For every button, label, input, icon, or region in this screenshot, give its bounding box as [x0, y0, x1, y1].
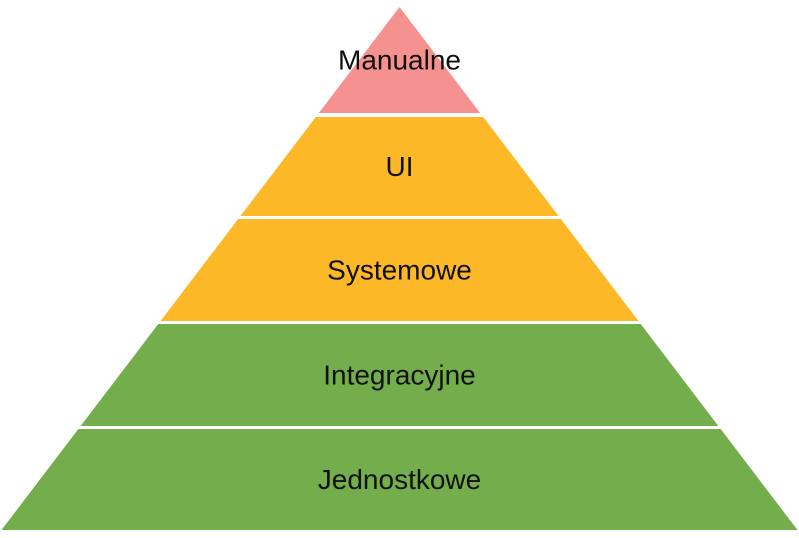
pyramid-level-jednostkowe: Jednostkowe: [1, 429, 798, 530]
pyramid-level-shape-ui: [240, 117, 559, 216]
pyramid-level-shape-integracyjne: [80, 324, 719, 426]
pyramid-level-label-manualne: Manualne: [338, 45, 461, 76]
pyramid-level-ui: UI: [240, 117, 559, 216]
pyramid-level-label-ui: UI: [386, 151, 414, 182]
pyramid-level-shape-manualne: [318, 7, 481, 113]
pyramid-level-label-systemowe: Systemowe: [327, 255, 472, 286]
pyramid-level-label-jednostkowe: Jednostkowe: [318, 464, 481, 495]
pyramid-level-shape-systemowe: [160, 219, 639, 321]
pyramid-level-shape-jednostkowe: [1, 429, 798, 530]
pyramid-level-label-integracyjne: Integracyjne: [323, 360, 476, 391]
pyramid-level-systemowe: Systemowe: [160, 219, 639, 321]
pyramid-level-integracyjne: Integracyjne: [80, 324, 719, 426]
pyramid-level-manualne: Manualne: [318, 7, 481, 113]
